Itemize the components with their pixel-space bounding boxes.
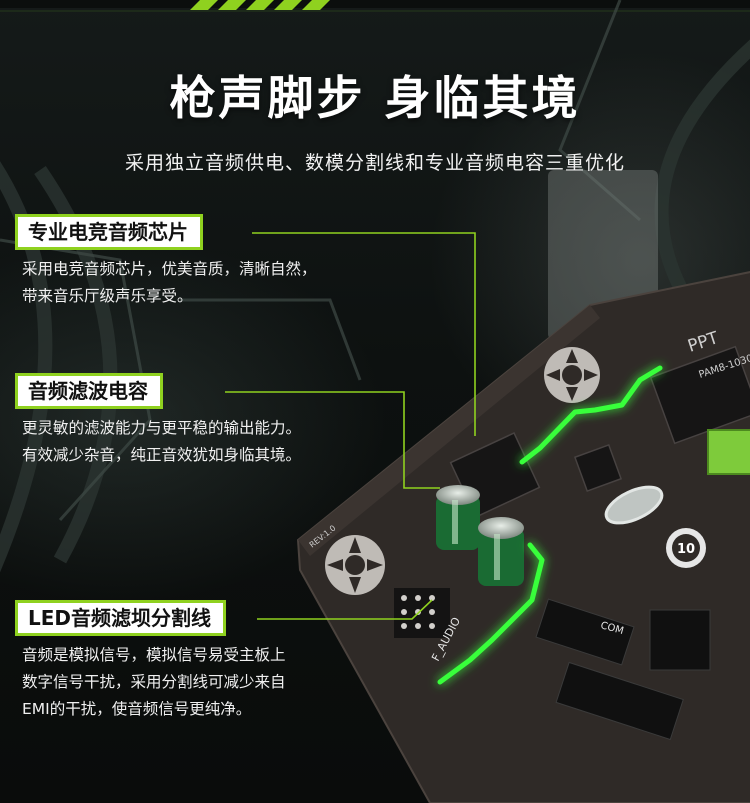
callout-line-1 [252,232,476,436]
feature-audio-chip: 专业电竞音频芯片 采用电竞音频芯片，优美音质，清晰自然， 带来音乐厅级声乐享受。 [15,214,317,310]
green-terminal [707,429,750,475]
feature-line: EMI的干扰，使音频信号更纯净。 [22,700,252,718]
feature-filter-capacitor: 音频滤波电容 更灵敏的滤波能力与更平稳的输出能力。 有效减少杂音，纯正音效犹如身… [15,373,301,469]
feature-line: 音频是模拟信号，模拟信号易受主板上 [22,646,286,664]
page-title: 枪声脚步 身临其境 [169,71,581,125]
feature-line: 采用电竞音频芯片，优美音质，清晰自然， [22,260,317,278]
callout-line-3 [257,599,433,620]
feature-line: 更灵敏的滤波能力与更平稳的输出能力。 [22,419,302,437]
feature-heading: LED音频滤坝分割线 [15,600,227,636]
feature-heading: 音频滤波电容 [15,373,163,409]
io-chip [649,345,750,445]
capacitor-left [436,485,480,550]
crystal-oscillator [604,485,664,525]
feature-description: 采用电竞音频芯片，优美音质，清晰自然， 带来音乐厅级声乐享受。 [15,256,317,310]
feature-heading: 专业电竞音频芯片 [15,214,203,250]
fan-bottom [325,535,385,595]
fan-top [544,347,600,403]
audio-pin-header [394,588,450,638]
feature-description: 音频是模拟信号，模拟信号易受主板上 数字信号干扰，采用分割线可减少来自 EMI的… [15,642,286,723]
feature-line: 有效减少杂音，纯正音效犹如身临其境。 [22,446,302,464]
callout-line-2 [225,391,440,489]
led-separation-line [437,365,663,685]
feature-line: 带来音乐厅级声乐享受。 [22,287,193,305]
ten-year-badge: 10 [666,528,706,568]
feature-line: 数字信号干扰，采用分割线可减少来自 [22,673,286,691]
svg-text:10: 10 [677,542,695,557]
feature-description: 更灵敏的滤波能力与更平稳的输出能力。 有效减少杂音，纯正音效犹如身临其境。 [15,415,301,469]
top-stripe-decoration [0,0,750,12]
page-subtitle: 采用独立音频供电、数模分割线和专业音频电容三重优化 [124,152,625,174]
capacitor-right [478,517,524,586]
feature-led-separation: LED音频滤坝分割线 音频是模拟信号，模拟信号易受主板上 数字信号干扰，采用分割… [15,600,286,723]
